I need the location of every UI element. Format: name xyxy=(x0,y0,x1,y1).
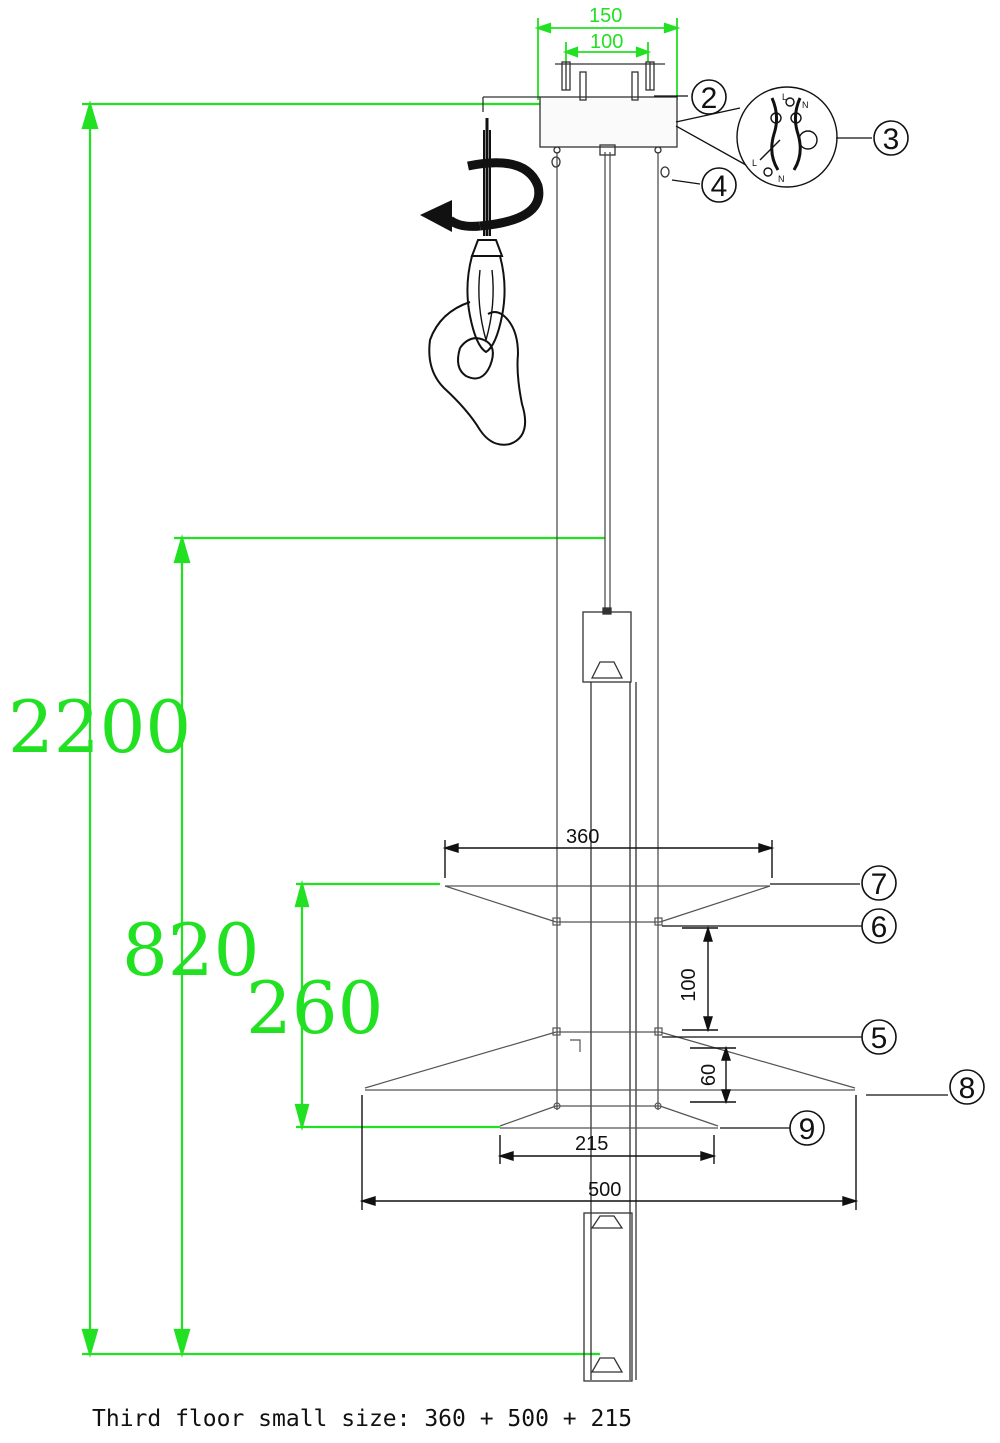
wiring-n-label-top: N xyxy=(802,100,809,110)
dim-215-label: 215 xyxy=(575,1133,608,1155)
dim-500-label: 500 xyxy=(588,1179,621,1201)
callout-circles xyxy=(691,79,985,1146)
callout-8: 8 xyxy=(959,1072,976,1105)
dim-2200-label: 2200 xyxy=(8,685,191,769)
dim-60-label: 60 xyxy=(698,1064,720,1086)
caption: Third floor small size: 360 + 500 + 215 xyxy=(92,1406,633,1432)
callout-5: 5 xyxy=(871,1022,888,1055)
callout-3: 3 xyxy=(883,123,900,156)
wiring-l-label-top: L xyxy=(782,92,787,102)
dim-260-label: 260 xyxy=(246,966,383,1050)
tier-shades xyxy=(364,885,856,1129)
dim-100-canopy-label: 100 xyxy=(590,31,623,53)
wiring-detail-icon xyxy=(736,86,838,188)
callout-6: 6 xyxy=(871,911,888,944)
dim-820-label: 820 xyxy=(122,908,259,992)
suspension-cables xyxy=(556,152,659,1110)
center-column xyxy=(582,607,637,1382)
callout-4: 4 xyxy=(711,170,728,203)
wiring-l-label-bottom: L xyxy=(752,158,757,168)
dim-150-label: 150 xyxy=(589,5,622,27)
green-dimensions xyxy=(81,18,681,1358)
wiring-n-label-bottom: N xyxy=(778,174,785,184)
ceiling-canopy xyxy=(482,61,678,178)
callout-9: 9 xyxy=(799,1113,816,1146)
dim-360-label: 360 xyxy=(566,826,599,848)
dim-100-tier-label: 100 xyxy=(678,968,700,1001)
callout-7: 7 xyxy=(871,868,888,901)
screwdriver-hand-icon xyxy=(420,118,544,446)
callout-2: 2 xyxy=(701,82,718,115)
black-dimensions xyxy=(359,840,859,1210)
callout-leaders xyxy=(654,95,948,1129)
